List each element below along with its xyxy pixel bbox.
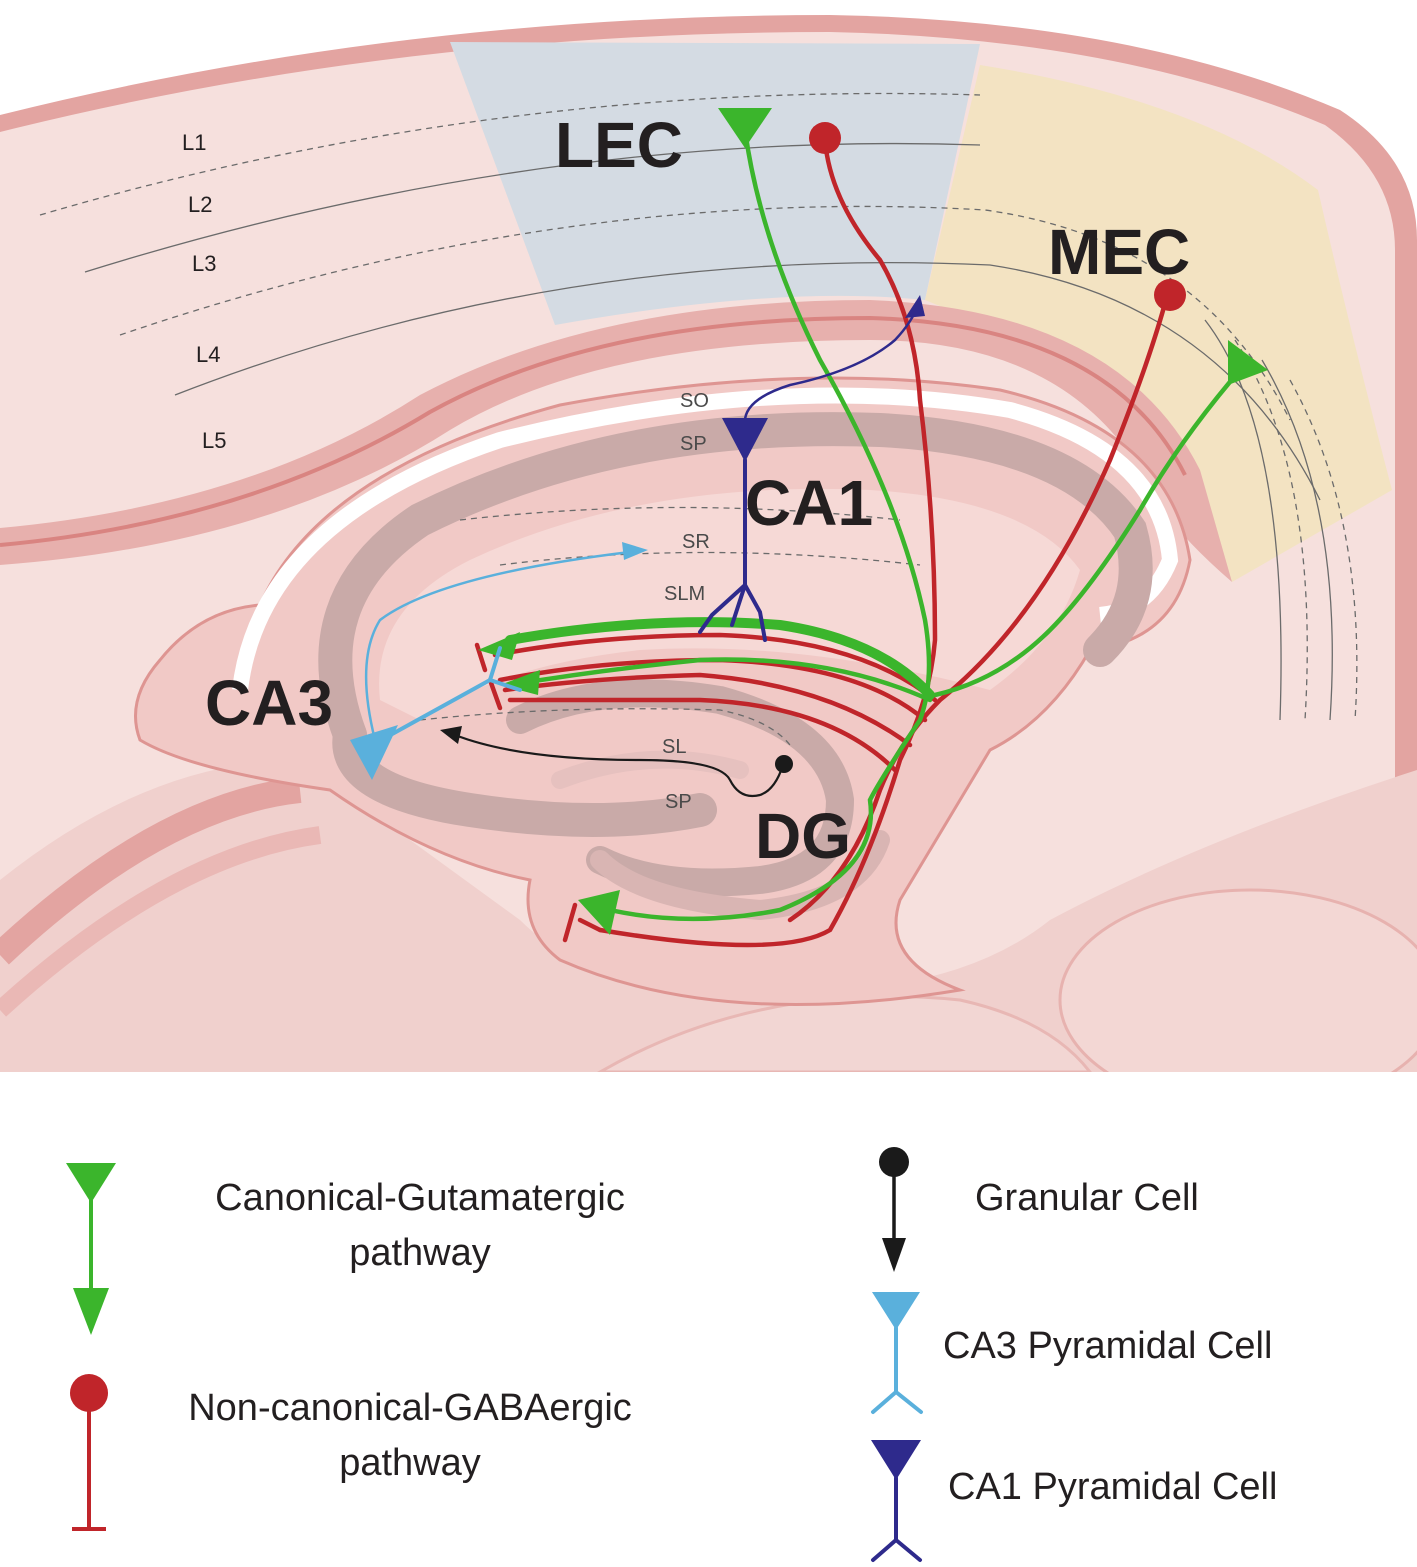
legend-glutamatergic-soma-icon	[66, 1163, 116, 1203]
layer-label-l3: L3	[192, 251, 216, 276]
layer-label-l1: L1	[182, 130, 206, 155]
legend-granular-label: Granular Cell	[975, 1177, 1199, 1219]
gaba-terminal-dg	[562, 902, 578, 943]
cortical-layer-labels: L1 L2 L3 L4 L5	[182, 130, 226, 453]
legend-ca3-soma-icon	[872, 1292, 920, 1330]
stratum-sp-dg-label: SP	[665, 791, 692, 813]
legend-gabaergic: Non-canonical-GABAergic pathway	[70, 1374, 632, 1531]
legend-ca3-pyramidal: CA3 Pyramidal Cell	[871, 1292, 1272, 1414]
glu-axon-mec	[932, 367, 1243, 698]
stratum-slm-label: SLM	[664, 583, 705, 605]
dg-label: DG	[755, 800, 851, 872]
ca1-pyramidal-cell	[698, 303, 920, 642]
white-matter-band	[0, 300, 1232, 582]
glu-axon-lec	[587, 127, 932, 922]
legend-ca3-label: CA3 Pyramidal Cell	[943, 1325, 1272, 1367]
mossy-fiber-arrowhead	[440, 726, 462, 744]
lec-region	[450, 42, 980, 325]
ca1-axon	[743, 303, 920, 427]
gaba-axon-mec	[787, 293, 1170, 923]
legend-gabaergic-label-1: Non-canonical-GABAergic	[188, 1387, 632, 1429]
gaba-soma-lec	[809, 122, 841, 154]
gaba-soma-mec	[1154, 279, 1186, 311]
layer-label-l4: L4	[196, 342, 220, 367]
granular-cell	[440, 726, 793, 798]
stratum-so-label: SO	[680, 390, 709, 412]
ca3-pyramidal-cell	[364, 550, 632, 742]
cortical-layer-lines	[39, 92, 1358, 721]
ca1-axon-arrowhead	[905, 295, 925, 318]
legend-glutamatergic-arrowhead-icon	[73, 1288, 109, 1335]
legend-ca1-label: CA1 Pyramidal Cell	[948, 1466, 1277, 1508]
strata-labels: SO SP SR SLM SL SP	[662, 390, 710, 813]
stratum-sr-label: SR	[682, 531, 710, 553]
legend-ca1-pyramidal: CA1 Pyramidal Cell	[871, 1440, 1277, 1562]
legend-glutamatergic: Canonical-Gutamatergic pathway	[66, 1163, 625, 1335]
brain-anatomy	[0, 15, 1417, 1072]
ca1-label: CA1	[745, 467, 873, 539]
stratum-sl-label: SL	[662, 736, 686, 758]
legend-granular-soma-icon	[879, 1147, 909, 1177]
layer-label-l5: L5	[202, 428, 226, 453]
legend-ca1-soma-icon	[871, 1440, 921, 1480]
legend-granular: Granular Cell	[879, 1147, 1199, 1272]
stratum-sp-ca1-label: SP	[680, 433, 707, 455]
ca1-soma	[722, 418, 768, 462]
legend-gabaergic-soma-icon	[70, 1374, 108, 1412]
glu-arrowhead-ca3-b	[500, 670, 540, 695]
legend-glutamatergic-label-1: Canonical-Gutamatergic	[215, 1177, 625, 1219]
glu-soma-lec	[718, 108, 772, 148]
layer-label-l2: L2	[188, 192, 212, 217]
gaba-axon-lec	[597, 137, 938, 948]
dg-granule-layer	[506, 679, 855, 897]
legend: Canonical-Gutamatergic pathway Non-canon…	[66, 1147, 1277, 1562]
ca3-soma	[350, 725, 398, 780]
glu-arrowhead-dg	[578, 890, 620, 935]
glu-soma-mec	[1228, 340, 1268, 385]
mec-label: MEC	[1048, 216, 1190, 288]
ca-pyramidal-layer	[318, 412, 1153, 752]
gaba-terminal-ca3-a	[474, 642, 488, 673]
legend-gabaergic-label-2: pathway	[339, 1442, 481, 1484]
gaba-terminal-ca3-b	[487, 677, 503, 711]
alveus	[232, 387, 1179, 691]
granular-soma	[775, 755, 793, 773]
mossy-fiber	[454, 733, 785, 798]
ca3-label: CA3	[205, 667, 333, 739]
ca3-schaffer-collateral	[364, 550, 632, 742]
region-labels: LEC MEC CA1 CA3 DG	[205, 109, 1190, 872]
lec-label: LEC	[555, 109, 683, 181]
legend-granular-arrowhead-icon	[882, 1238, 906, 1272]
glu-perforant-bundle	[505, 617, 935, 700]
glu-arrowhead-ca3-a	[478, 632, 520, 660]
legend-glutamatergic-label-2: pathway	[349, 1232, 491, 1274]
glutamatergic-pathways	[505, 127, 1243, 922]
ca3-schaffer-arrowhead	[622, 542, 648, 560]
